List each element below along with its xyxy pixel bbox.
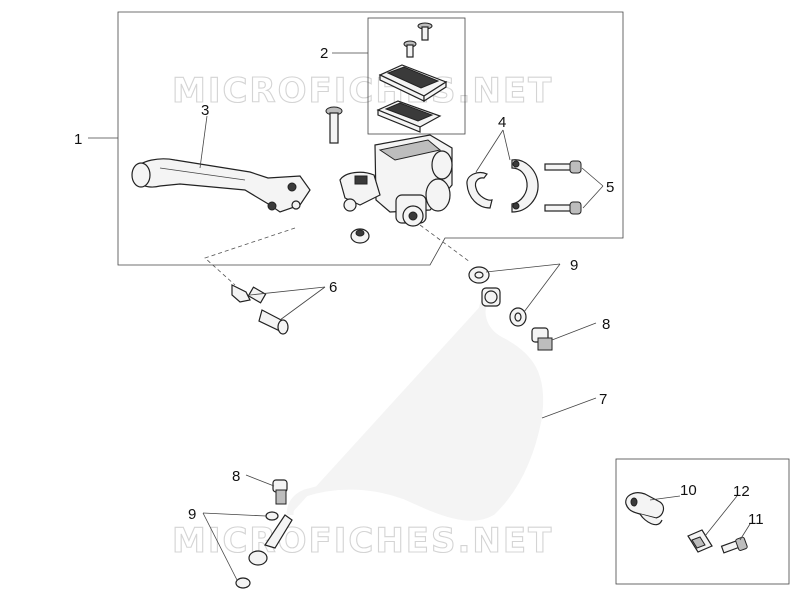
assembly-frame xyxy=(117,11,624,266)
reservoir-cap-frame xyxy=(367,17,466,135)
callout-11: 11 xyxy=(748,511,764,528)
reservoir-cap xyxy=(378,64,448,103)
callout-2: 2 xyxy=(320,45,328,62)
clutch-hose xyxy=(248,287,544,566)
small-parts-box xyxy=(615,458,790,585)
lever-part xyxy=(131,158,311,213)
hose-clip xyxy=(625,492,665,526)
clip-screw xyxy=(720,536,748,554)
speed-nut xyxy=(687,529,713,553)
master-cylinder-body xyxy=(339,134,453,227)
callout-6: 6 xyxy=(329,279,337,296)
callout-5: 5 xyxy=(606,179,614,196)
callout-9-lower: 9 xyxy=(188,506,196,523)
callout-10: 10 xyxy=(680,482,697,499)
banjo-bolt-upper xyxy=(531,327,553,351)
sealing-washers xyxy=(235,266,527,589)
reservoir-diaphragm xyxy=(376,100,442,133)
cap-screw-lower xyxy=(403,40,417,58)
banjo-bolt-lower xyxy=(272,479,288,505)
callout-12: 12 xyxy=(733,483,750,500)
reservoir-cap-group xyxy=(376,22,448,133)
watermark-top: MICROFICHES.NET xyxy=(172,71,553,111)
pivot-nut xyxy=(350,228,370,244)
callout-3: 3 xyxy=(201,102,209,119)
callout-1: 1 xyxy=(74,131,82,148)
clamp-screws xyxy=(544,160,582,215)
pushrod xyxy=(231,284,289,335)
body-hose-dash xyxy=(419,224,471,263)
callout-8-lower: 8 xyxy=(232,468,240,485)
watermark-bottom: MICROFICHES.NET xyxy=(172,521,553,561)
lever-pushrod-dash xyxy=(204,227,296,286)
callout-8-upper: 8 xyxy=(602,316,610,333)
leader-lines xyxy=(88,52,751,581)
callout-9-upper: 9 xyxy=(570,257,578,274)
cap-screw-upper xyxy=(417,22,433,41)
callout-4: 4 xyxy=(498,114,506,131)
pivot-bolt xyxy=(325,106,343,144)
handlebar-clamp xyxy=(466,159,539,213)
callout-7: 7 xyxy=(599,391,607,408)
